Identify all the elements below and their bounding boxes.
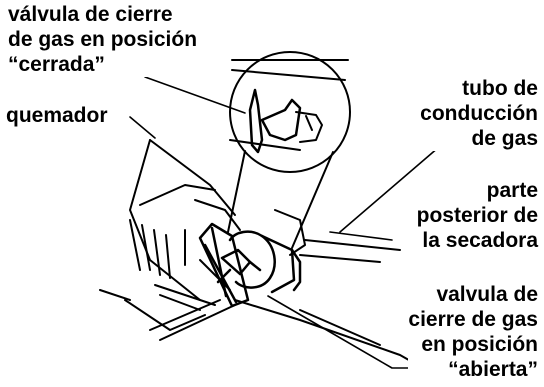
label-valve-open-line-2: cierre de gas bbox=[408, 308, 538, 331]
label-gas-tube-line-1: tubo de bbox=[462, 77, 538, 100]
label-dryer-back-line-3: la secadora bbox=[422, 229, 538, 252]
label-valve-closed-line-2: de gas en posición bbox=[8, 28, 198, 51]
label-gas-tube-line-2: conducción bbox=[420, 102, 538, 125]
label-burner: quemador bbox=[6, 103, 108, 128]
label-burner-line-1: quemador bbox=[6, 104, 108, 127]
label-dryer-back-line-2: posterior de bbox=[416, 204, 538, 227]
leader-lines bbox=[129, 76, 447, 369]
label-gas-tube-line-3: de gas bbox=[471, 127, 538, 150]
dryer-body-lines bbox=[99, 139, 431, 373]
label-dryer-back: parte posterior de la secadora bbox=[416, 178, 538, 253]
label-valve-closed: válvula de cierre de gas en posición “ce… bbox=[8, 2, 198, 77]
zoom-callout bbox=[227, 51, 351, 249]
label-valve-open-line-3: en posición bbox=[421, 333, 538, 356]
label-valve-closed-line-3: “cerrada” bbox=[8, 53, 105, 76]
label-dryer-back-line-1: parte bbox=[486, 179, 538, 202]
valve-assembly bbox=[198, 222, 302, 308]
label-valve-open-line-4: “abierta” bbox=[448, 358, 538, 381]
label-valve-open-line-1: valvula de bbox=[436, 283, 538, 306]
label-gas-tube: tubo de conducción de gas bbox=[420, 76, 538, 151]
label-valve-open: valvula de cierre de gas en posición “ab… bbox=[408, 282, 538, 382]
label-valve-closed-line-1: válvula de cierre bbox=[8, 3, 173, 26]
